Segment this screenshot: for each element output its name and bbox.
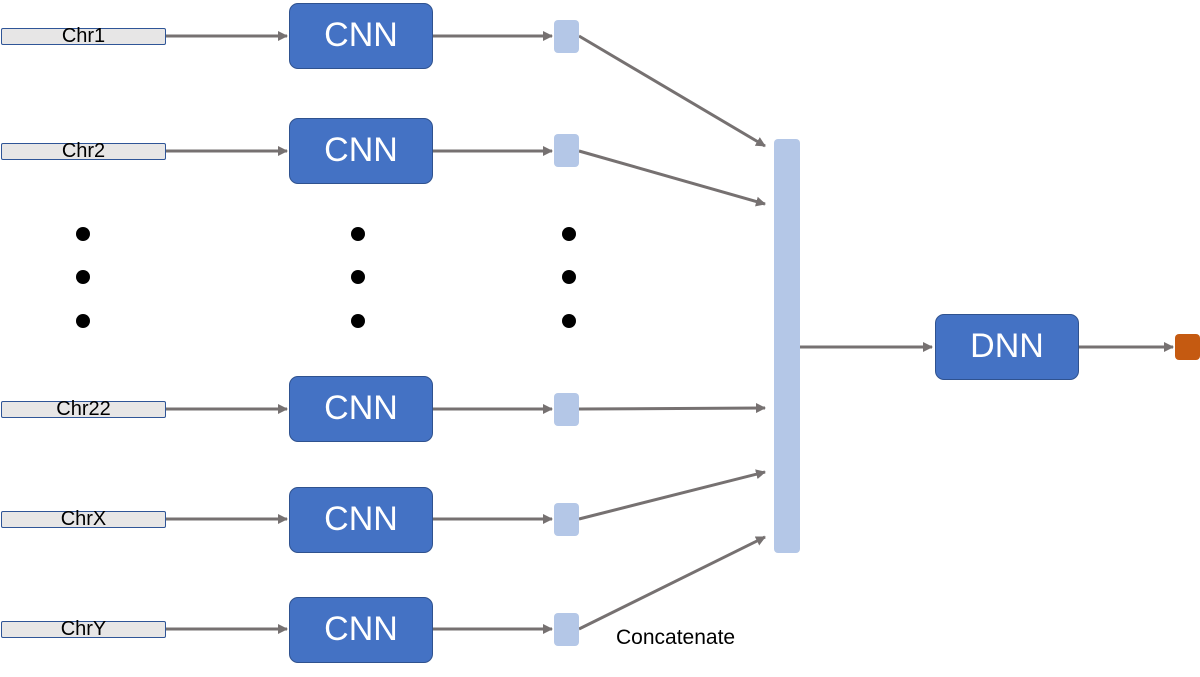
feature-node-chry bbox=[554, 613, 579, 646]
ellipsis-dot bbox=[562, 270, 576, 284]
cnn-block-chry: CNN bbox=[289, 597, 433, 663]
ellipsis-dot bbox=[562, 227, 576, 241]
input-chr22: Chr22 bbox=[1, 399, 166, 419]
dnn-block: DNN bbox=[935, 314, 1079, 380]
arrow-featurex-to-concat bbox=[578, 469, 766, 521]
output-node bbox=[1175, 334, 1200, 360]
arrow-feature2-to-concat bbox=[578, 149, 766, 207]
ellipsis-dot bbox=[76, 314, 90, 328]
feature-node-chrx bbox=[554, 503, 579, 536]
ellipsis-dot bbox=[562, 314, 576, 328]
arrow-feature22-to-concat bbox=[578, 403, 766, 414]
concatenate-label: Concatenate bbox=[616, 626, 736, 649]
ellipsis-dot bbox=[76, 227, 90, 241]
ellipsis-dot bbox=[351, 314, 365, 328]
ellipsis-dot bbox=[351, 270, 365, 284]
cnn-block-chrx: CNN bbox=[289, 487, 433, 553]
input-chr1: Chr1 bbox=[1, 26, 166, 46]
concatenate-layer bbox=[774, 139, 800, 553]
ellipsis-dot bbox=[351, 227, 365, 241]
input-chrx: ChrX bbox=[1, 509, 166, 529]
arrow-feature1-to-concat bbox=[578, 34, 766, 148]
cnn-block-chr1: CNN bbox=[289, 3, 433, 69]
input-chry: ChrY bbox=[1, 619, 166, 639]
feature-node-chr1 bbox=[554, 20, 579, 53]
feature-node-chr22 bbox=[554, 393, 579, 426]
arrow-featurey-to-concat bbox=[578, 535, 766, 631]
cnn-block-chr22: CNN bbox=[289, 376, 433, 442]
feature-node-chr2 bbox=[554, 134, 579, 167]
ellipsis-dot bbox=[76, 270, 90, 284]
input-chr2: Chr2 bbox=[1, 141, 166, 161]
cnn-block-chr2: CNN bbox=[289, 118, 433, 184]
